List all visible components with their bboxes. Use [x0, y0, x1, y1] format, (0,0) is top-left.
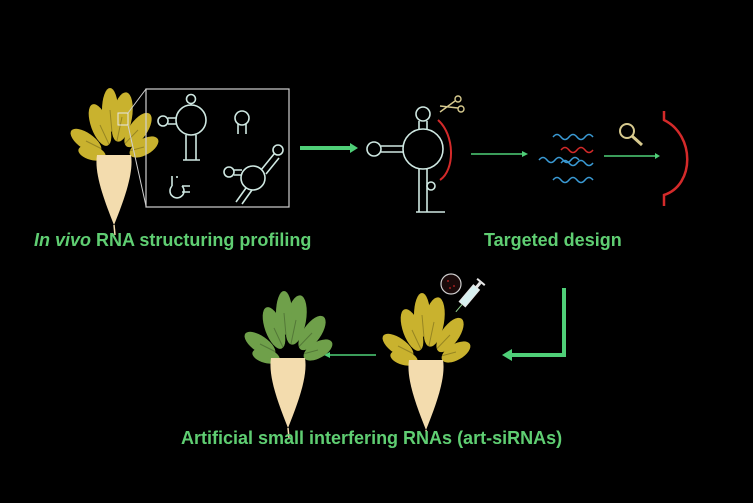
rna-hairpin-structures-icon [145, 88, 290, 208]
label-targeted-design: Targeted design [484, 230, 622, 250]
arrow-right-3 [604, 153, 660, 159]
sirna-waves-icon [538, 133, 594, 184]
sugar-beet-green-icon [240, 290, 337, 439]
label-rest-part: RNA structuring profiling [91, 230, 312, 250]
sugar-beet-treated-icon [378, 292, 475, 441]
magnifier-icon [619, 123, 644, 147]
sugar-beet-yellow-icon [66, 87, 163, 236]
target-strand [437, 119, 452, 181]
label-italic-part: In vivo [34, 230, 92, 250]
arrow-down-left [502, 288, 566, 361]
arrow-right-1 [300, 143, 358, 153]
arrow-left [324, 352, 376, 358]
target-mrna-arc [662, 111, 689, 206]
label-in-vivo-profiling: In vivo RNA structuring profiling [34, 230, 311, 251]
rna-target-structure-icon [366, 106, 445, 213]
scissors-icon [439, 95, 465, 113]
syringe-icon [440, 273, 486, 313]
label-art-sirnas: Artificial small interfering RNAs (art-s… [181, 428, 563, 448]
arrow-right-2 [471, 151, 528, 157]
